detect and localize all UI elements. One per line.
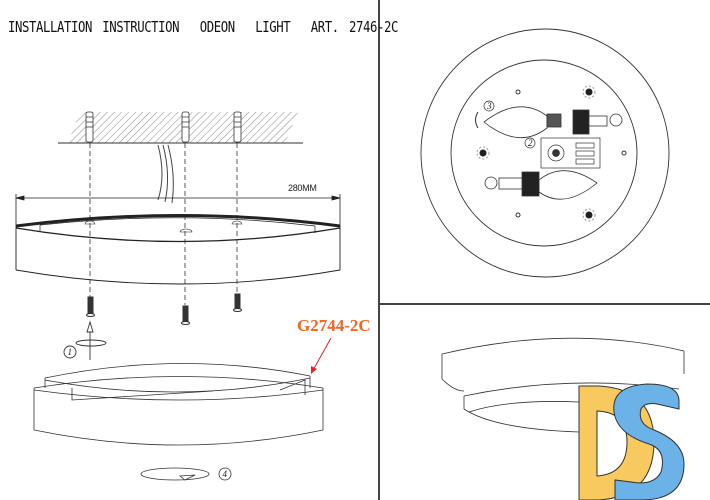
power-wires-icon [157, 144, 174, 204]
bulb-bottom-icon [484, 170, 598, 200]
mounting-hole-icons [476, 85, 627, 222]
diffuser-cover-drawing [33, 363, 324, 446]
bulb-top-icon [483, 106, 623, 139]
exploded-view-panel: INSTALLATION INSTRUCTION ODEON LIGHT ART… [8, 18, 398, 481]
wall-plug-icons [85, 111, 242, 143]
rotation-hint-icon [475, 111, 479, 129]
step-4-number: 4 [223, 469, 228, 479]
arrow-head [311, 366, 317, 374]
step-2-number: 2 [528, 138, 533, 148]
model-label: G2744-2C [297, 316, 371, 335]
ceiling-hatch [58, 112, 303, 144]
exploded-assembly-drawing: 1 4 [15, 111, 341, 481]
alignment-guides [89, 143, 238, 305]
document-title: INSTALLATION INSTRUCTION ODEON LIGHT ART… [8, 18, 398, 36]
wiring-top-view-drawing: 3 2 [420, 28, 670, 278]
model-pointer-arrow [311, 337, 332, 373]
step-2-marker [524, 137, 536, 149]
dimension-label: 280MM [288, 183, 317, 193]
ds-logo [578, 383, 685, 500]
panel-divider-vertical [378, 0, 380, 500]
screw-icons [86, 293, 242, 325]
dimension-line [15, 194, 341, 228]
wiring-top-view-panel: 3 2 [379, 0, 710, 303]
step-4-rotation-icon [140, 467, 232, 481]
assembled-lamp-drawing [441, 337, 685, 500]
terminal-block-icon [540, 137, 601, 169]
step-3-number: 3 [486, 101, 492, 111]
step-1-rotation-icon [63, 320, 107, 360]
mounting-base-drawing [15, 214, 341, 285]
assembled-view-panel [379, 304, 710, 500]
panel-divider-horizontal [379, 303, 710, 305]
step-3-marker [483, 100, 495, 112]
step-1-number: 1 [68, 347, 73, 357]
